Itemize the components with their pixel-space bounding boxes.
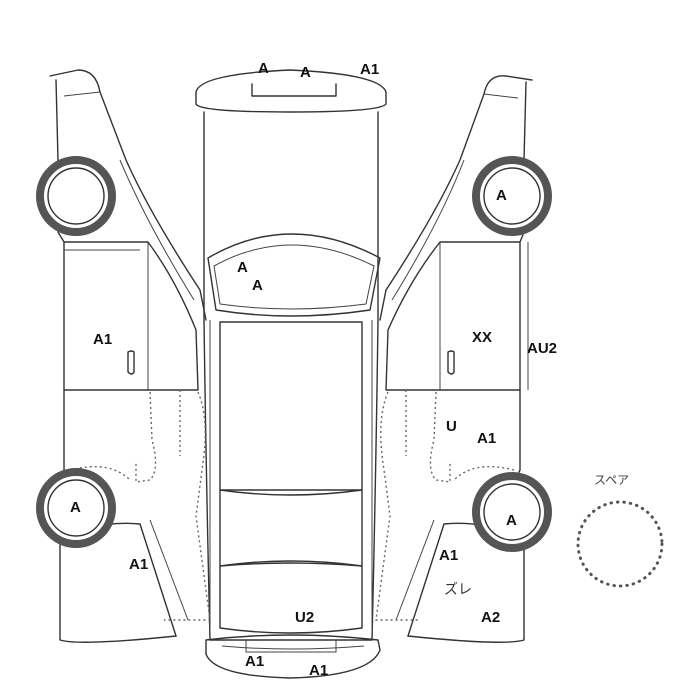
mark-rear-bumper-2: A <box>300 64 311 81</box>
mark-right-front-misalign: ズレ <box>444 582 472 598</box>
left-rear-tire <box>36 156 116 236</box>
mark-rear-glass-1: A <box>237 259 248 276</box>
mark-front-bumper-2: A1 <box>309 662 328 679</box>
mark-left-rear-door: A1 <box>93 331 112 348</box>
mark-right-front-tire: A <box>506 512 517 529</box>
mark-front-bumper-1: A1 <box>245 653 264 670</box>
damage-labels: A A A1 A A A1 A A1 A XX AU2 U A1 A A1 ズレ… <box>70 60 557 679</box>
mark-rear-bumper-1: A <box>258 60 269 77</box>
mark-right-front-door-u: U <box>446 418 457 435</box>
mark-rear-bumper-3: A1 <box>360 61 379 78</box>
car-top-view <box>195 69 387 679</box>
mark-right-rear-pillar: AU2 <box>527 340 557 357</box>
right-rear-tire <box>472 156 552 236</box>
mark-left-front-tire: A <box>70 499 81 516</box>
right-front-tire <box>472 472 552 552</box>
car-right-side-view <box>375 75 552 643</box>
rear-glass <box>207 233 381 317</box>
spare-tire: スペア <box>576 473 664 588</box>
spare-label: スペア <box>594 473 629 487</box>
mark-right-front-bumper: A2 <box>481 609 500 626</box>
left-front-tire <box>36 468 116 548</box>
mark-hood-front: U2 <box>295 609 314 626</box>
mark-right-front-fender: A1 <box>439 547 458 564</box>
mark-right-rear-door: XX <box>472 329 492 346</box>
mark-right-rear-tire: A <box>496 187 507 204</box>
mark-right-front-door-a1: A1 <box>477 430 496 447</box>
mark-left-front-fender: A1 <box>129 556 148 573</box>
mark-rear-glass-2: A <box>252 277 263 294</box>
car-left-side-view <box>36 69 211 643</box>
